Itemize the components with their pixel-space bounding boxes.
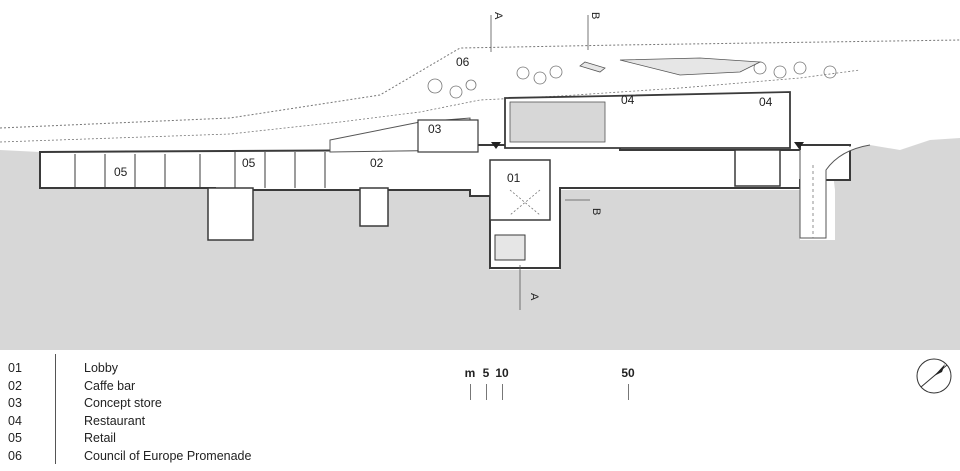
- section-label-a-top: A: [492, 12, 504, 20]
- room-label-05-center: 05: [242, 156, 256, 170]
- scale-label-5: 5: [482, 366, 490, 380]
- promenade-edge: [0, 39, 960, 129]
- service-wing-3: [734, 149, 781, 187]
- site-ground-upper-right: [830, 138, 960, 190]
- legend-number: 05: [8, 431, 22, 446]
- legend-row: 03 Concept store: [8, 395, 308, 413]
- room-label-03: 03: [428, 122, 442, 136]
- concept-store-block: [417, 119, 479, 153]
- scale-label-10: 10: [495, 366, 509, 380]
- scale-bar: m 5 10 50: [455, 362, 655, 412]
- scale-tick: [502, 384, 503, 400]
- section-label-a-bottom: A: [528, 293, 540, 301]
- section-label-b-right: B: [590, 208, 602, 215]
- legend-label: Caffe bar: [84, 378, 136, 393]
- retail-dividers: [74, 152, 326, 188]
- scale-tick: [628, 384, 629, 400]
- floor-plan-drawing: 06 05 05 02 03 01 04 04 A B B A: [0, 12, 960, 350]
- legend-row: 04 Restaurant: [8, 413, 308, 431]
- lobby-diagonal: [509, 189, 541, 216]
- floor-plan: 06 05 05 02 03 01 04 04 A B B A: [0, 12, 960, 350]
- legend: 01 Lobby 02 Caffe bar 03 Concept store 0…: [8, 360, 308, 466]
- legend-label: Retail: [84, 431, 116, 446]
- room-label-01: 01: [507, 171, 521, 185]
- legend-label: Lobby: [84, 361, 119, 375]
- service-wing-1: [207, 187, 254, 241]
- room-label-04-left: 04: [621, 93, 635, 107]
- legend-label: Concept store: [84, 396, 162, 411]
- scale-label-50: 50: [621, 366, 635, 380]
- room-label-02: 02: [370, 156, 384, 170]
- trees: [427, 61, 837, 99]
- legend-number: 04: [8, 413, 22, 428]
- stair-core: [494, 234, 526, 261]
- road: [799, 144, 871, 239]
- room-label-06: 06: [456, 55, 470, 69]
- legend-number: 06: [8, 448, 22, 463]
- room-label-05-left: 05: [114, 165, 128, 179]
- legend-row: 06 Council of Europe Promenade: [8, 448, 308, 466]
- scale-label-m: m: [464, 366, 476, 380]
- entrance-arrow-2: [794, 142, 804, 149]
- legend-label: Restaurant: [84, 413, 146, 428]
- scale-tick: [486, 384, 487, 400]
- section-label-b-top: B: [589, 12, 601, 19]
- promenade-planters: [579, 57, 762, 76]
- lobby-block: [489, 159, 551, 221]
- scale-tick: [470, 384, 471, 400]
- service-wing-2: [359, 187, 389, 227]
- restaurant-courtyard: [509, 101, 606, 143]
- room-label-04-right: 04: [759, 95, 773, 109]
- legend-row: 05 Retail: [8, 430, 308, 448]
- legend-row: 01 Lobby: [8, 360, 308, 378]
- legend-divider: [55, 354, 56, 464]
- legend-number: 01: [8, 361, 22, 375]
- legend-row: 02 Caffe bar: [8, 378, 308, 396]
- legend-label: Council of Europe Promenade: [84, 448, 252, 463]
- legend-number: 03: [8, 396, 22, 411]
- entrance-arrow-1: [491, 142, 501, 149]
- legend-number: 02: [8, 378, 22, 393]
- north-arrow-icon: [914, 356, 954, 396]
